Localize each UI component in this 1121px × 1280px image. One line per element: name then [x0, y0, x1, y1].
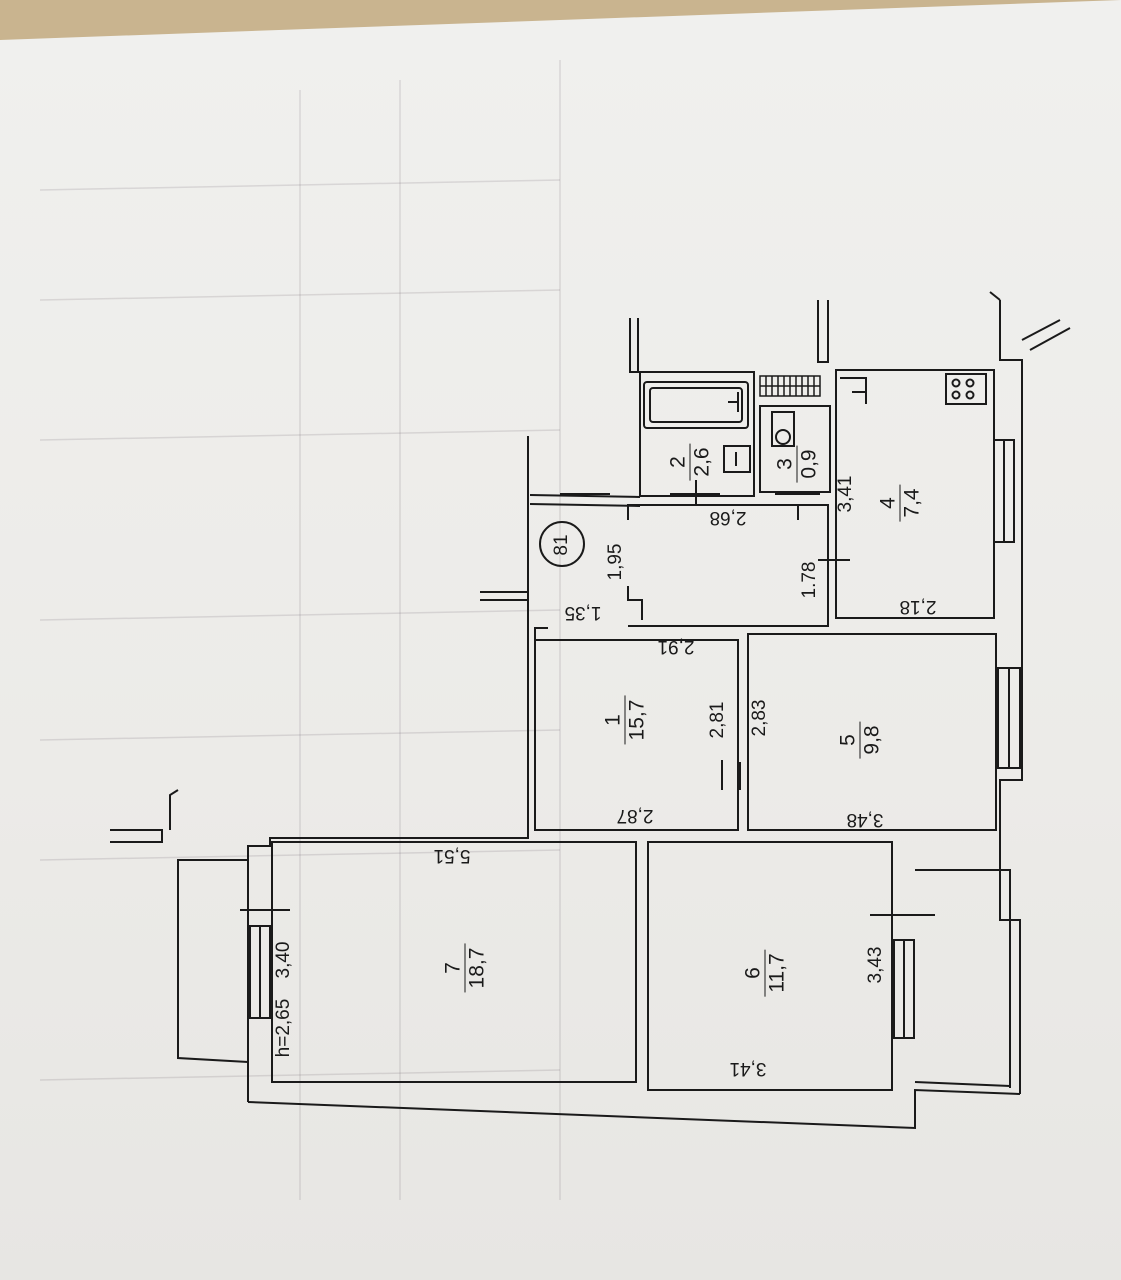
room-5-number: 5	[836, 734, 860, 746]
room-3-label: 3 0,9	[773, 445, 821, 483]
dimension-3-41-room4: 3,41	[835, 475, 856, 513]
room-1-area: 15,7	[624, 695, 649, 745]
dimension-3-40: 3,40	[273, 941, 294, 979]
washbasin	[723, 445, 751, 473]
balcony-right	[915, 869, 1011, 1088]
room-5-area: 9,8	[859, 721, 884, 759]
dimension-1-78: 1.78	[799, 561, 820, 599]
room-3-area: 0,9	[796, 445, 821, 483]
dimension-1-35: 1,35	[564, 602, 602, 623]
ceiling-height-label: h=2,65	[273, 998, 294, 1058]
room-5-outline	[747, 633, 997, 831]
balcony-left	[177, 859, 249, 1063]
room-1-outline	[534, 639, 739, 831]
dimension-2-91: 2,91	[657, 636, 695, 657]
room-4-area: 7,4	[899, 484, 924, 522]
toilet	[771, 411, 795, 447]
dimension-2-87: 2,87	[616, 805, 654, 826]
room-7-outline	[271, 841, 637, 1083]
dimension-2-18: 2,18	[899, 596, 937, 617]
room-1-label: 1 15,7	[601, 695, 649, 745]
room-4-label: 4 7,4	[876, 484, 924, 522]
stove	[945, 373, 987, 405]
ventilation-shaft	[759, 375, 821, 397]
room-4-number: 4	[876, 497, 900, 509]
dimension-5-51: 5,51	[433, 845, 471, 866]
dimension-2-83: 2,83	[749, 699, 770, 737]
room-6-number: 6	[741, 967, 765, 979]
apartment-number-circle	[539, 521, 585, 567]
room-2-label: 2 2,6	[666, 443, 714, 481]
room-3-number: 3	[773, 458, 797, 470]
room-5-label: 5 9,8	[836, 721, 884, 759]
bathtub	[643, 381, 749, 429]
room-2-area: 2,6	[689, 443, 714, 481]
apartment-number: 81	[551, 534, 572, 556]
room-3-outline	[759, 405, 831, 493]
exterior-wall	[247, 436, 529, 1102]
exterior-wall-bottom	[247, 1088, 1021, 1130]
dimension-1-95: 1,95	[605, 543, 626, 581]
room-6-outline	[647, 841, 893, 1091]
room-7-number: 7	[441, 962, 465, 974]
room-7-label: 7 18,7	[441, 943, 489, 993]
room-7-area: 18,7	[464, 943, 489, 993]
dimension-3-43: 3,43	[865, 946, 886, 984]
room-6-area: 11,7	[764, 949, 789, 997]
dimension-2-81: 2,81	[707, 701, 728, 739]
room-1-number: 1	[601, 714, 625, 726]
dimension-3-48: 3,48	[846, 809, 884, 830]
corridor-outline	[627, 504, 829, 627]
exterior-wall-right	[999, 300, 1023, 1094]
dimension-3-41-room7: 3,41	[729, 1058, 767, 1079]
room-2-number: 2	[666, 456, 690, 468]
room-6-label: 6 11,7	[741, 949, 789, 997]
dimension-2-68: 2,68	[709, 507, 747, 528]
